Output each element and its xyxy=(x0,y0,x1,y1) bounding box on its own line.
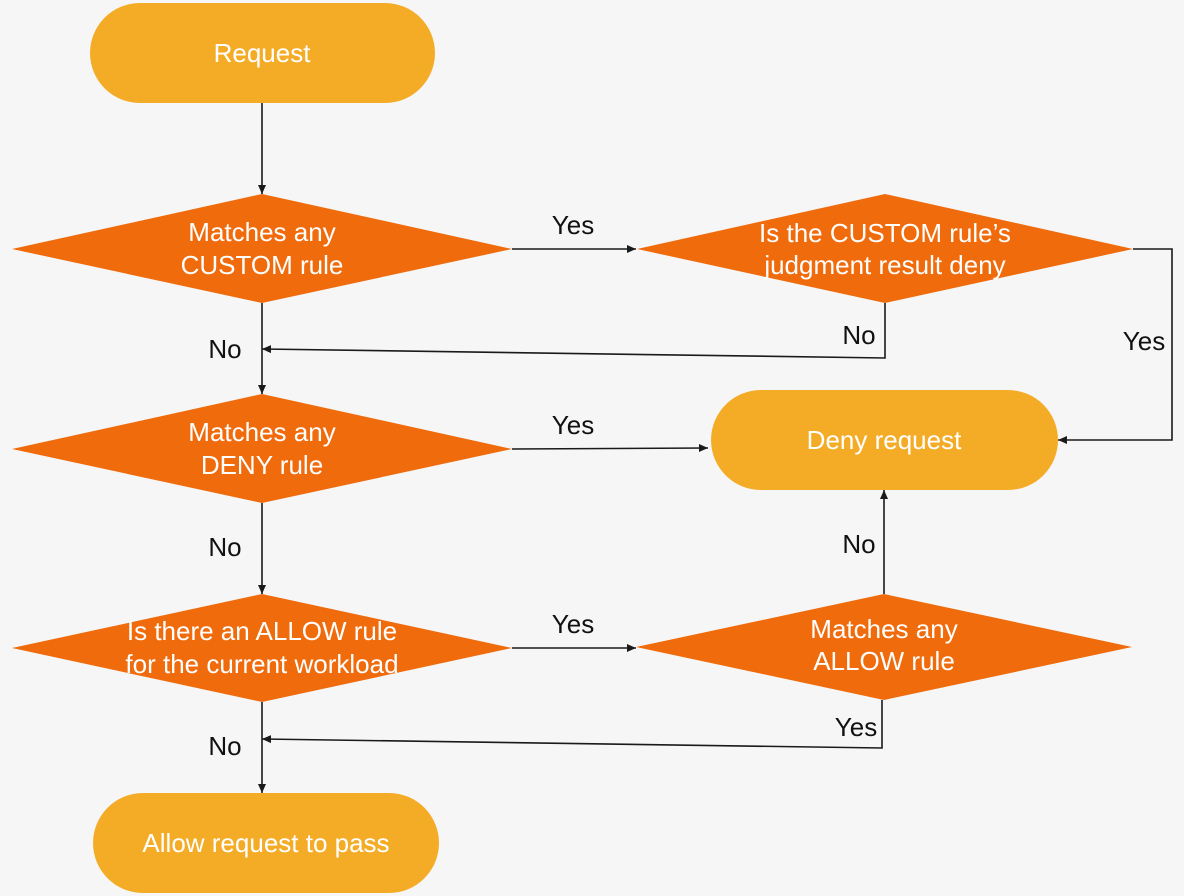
node-deny-match-line2: DENY rule xyxy=(201,450,323,480)
edge-custom-result-yes xyxy=(1058,248,1173,444)
node-deny-request: Deny request xyxy=(711,390,1058,490)
label-custom-result-no: No xyxy=(842,320,875,350)
decision-shape xyxy=(12,194,512,303)
edge-custom-result-no xyxy=(261,303,886,359)
node-allow-request: Allow request to pass xyxy=(93,793,439,893)
terminal-shape xyxy=(711,390,1058,490)
decision-shape xyxy=(12,394,512,503)
label-allow-match-yes: Yes xyxy=(835,712,877,742)
connectors xyxy=(258,103,1173,793)
node-allow-request-label: Allow request to pass xyxy=(142,828,389,858)
node-allow-exists-line1: Is there an ALLOW rule xyxy=(127,616,397,646)
decision-shape xyxy=(636,594,1132,700)
label-custom-result-yes: Yes xyxy=(1123,326,1165,356)
node-custom-result-line1: Is the CUSTOM rule’s xyxy=(759,218,1011,248)
node-allow-match-line1: Matches any xyxy=(810,614,957,644)
label-allow-match-no: No xyxy=(842,529,875,559)
node-deny-match-line1: Matches any xyxy=(188,417,335,447)
label-deny-yes: Yes xyxy=(552,410,594,440)
edge-labels: Yes No Yes No Yes No No Yes Yes No xyxy=(208,210,1165,761)
node-custom-match-line1: Matches any xyxy=(188,217,335,247)
node-allow-exists: Is there an ALLOW rule for the current w… xyxy=(12,594,512,702)
terminal-shape xyxy=(90,3,435,103)
decision-shape xyxy=(12,594,512,702)
node-custom-match: Matches any CUSTOM rule xyxy=(12,194,512,303)
label-custom-yes: Yes xyxy=(552,210,594,240)
label-allow-exists-no: No xyxy=(208,731,241,761)
node-custom-result-line2: judgment result deny xyxy=(763,250,1005,280)
decision-shape xyxy=(637,194,1133,303)
node-allow-exists-line2: for the current workload xyxy=(125,649,398,679)
terminal-shape xyxy=(93,793,439,893)
node-custom-result: Is the CUSTOM rule’s judgment result den… xyxy=(637,194,1133,303)
label-allow-exists-yes: Yes xyxy=(552,609,594,639)
edge-deny-yes xyxy=(511,444,709,453)
node-allow-match-line2: ALLOW rule xyxy=(813,646,955,676)
label-deny-no: No xyxy=(208,532,241,562)
node-request-label: Request xyxy=(214,38,312,68)
node-allow-match: Matches any ALLOW rule xyxy=(636,594,1132,700)
node-request: Request xyxy=(90,3,435,103)
node-custom-match-line2: CUSTOM rule xyxy=(181,250,344,280)
node-deny-match: Matches any DENY rule xyxy=(12,394,512,503)
node-deny-request-label: Deny request xyxy=(807,425,962,455)
edge-allow-match-yes xyxy=(261,700,883,749)
label-custom-no: No xyxy=(208,334,241,364)
